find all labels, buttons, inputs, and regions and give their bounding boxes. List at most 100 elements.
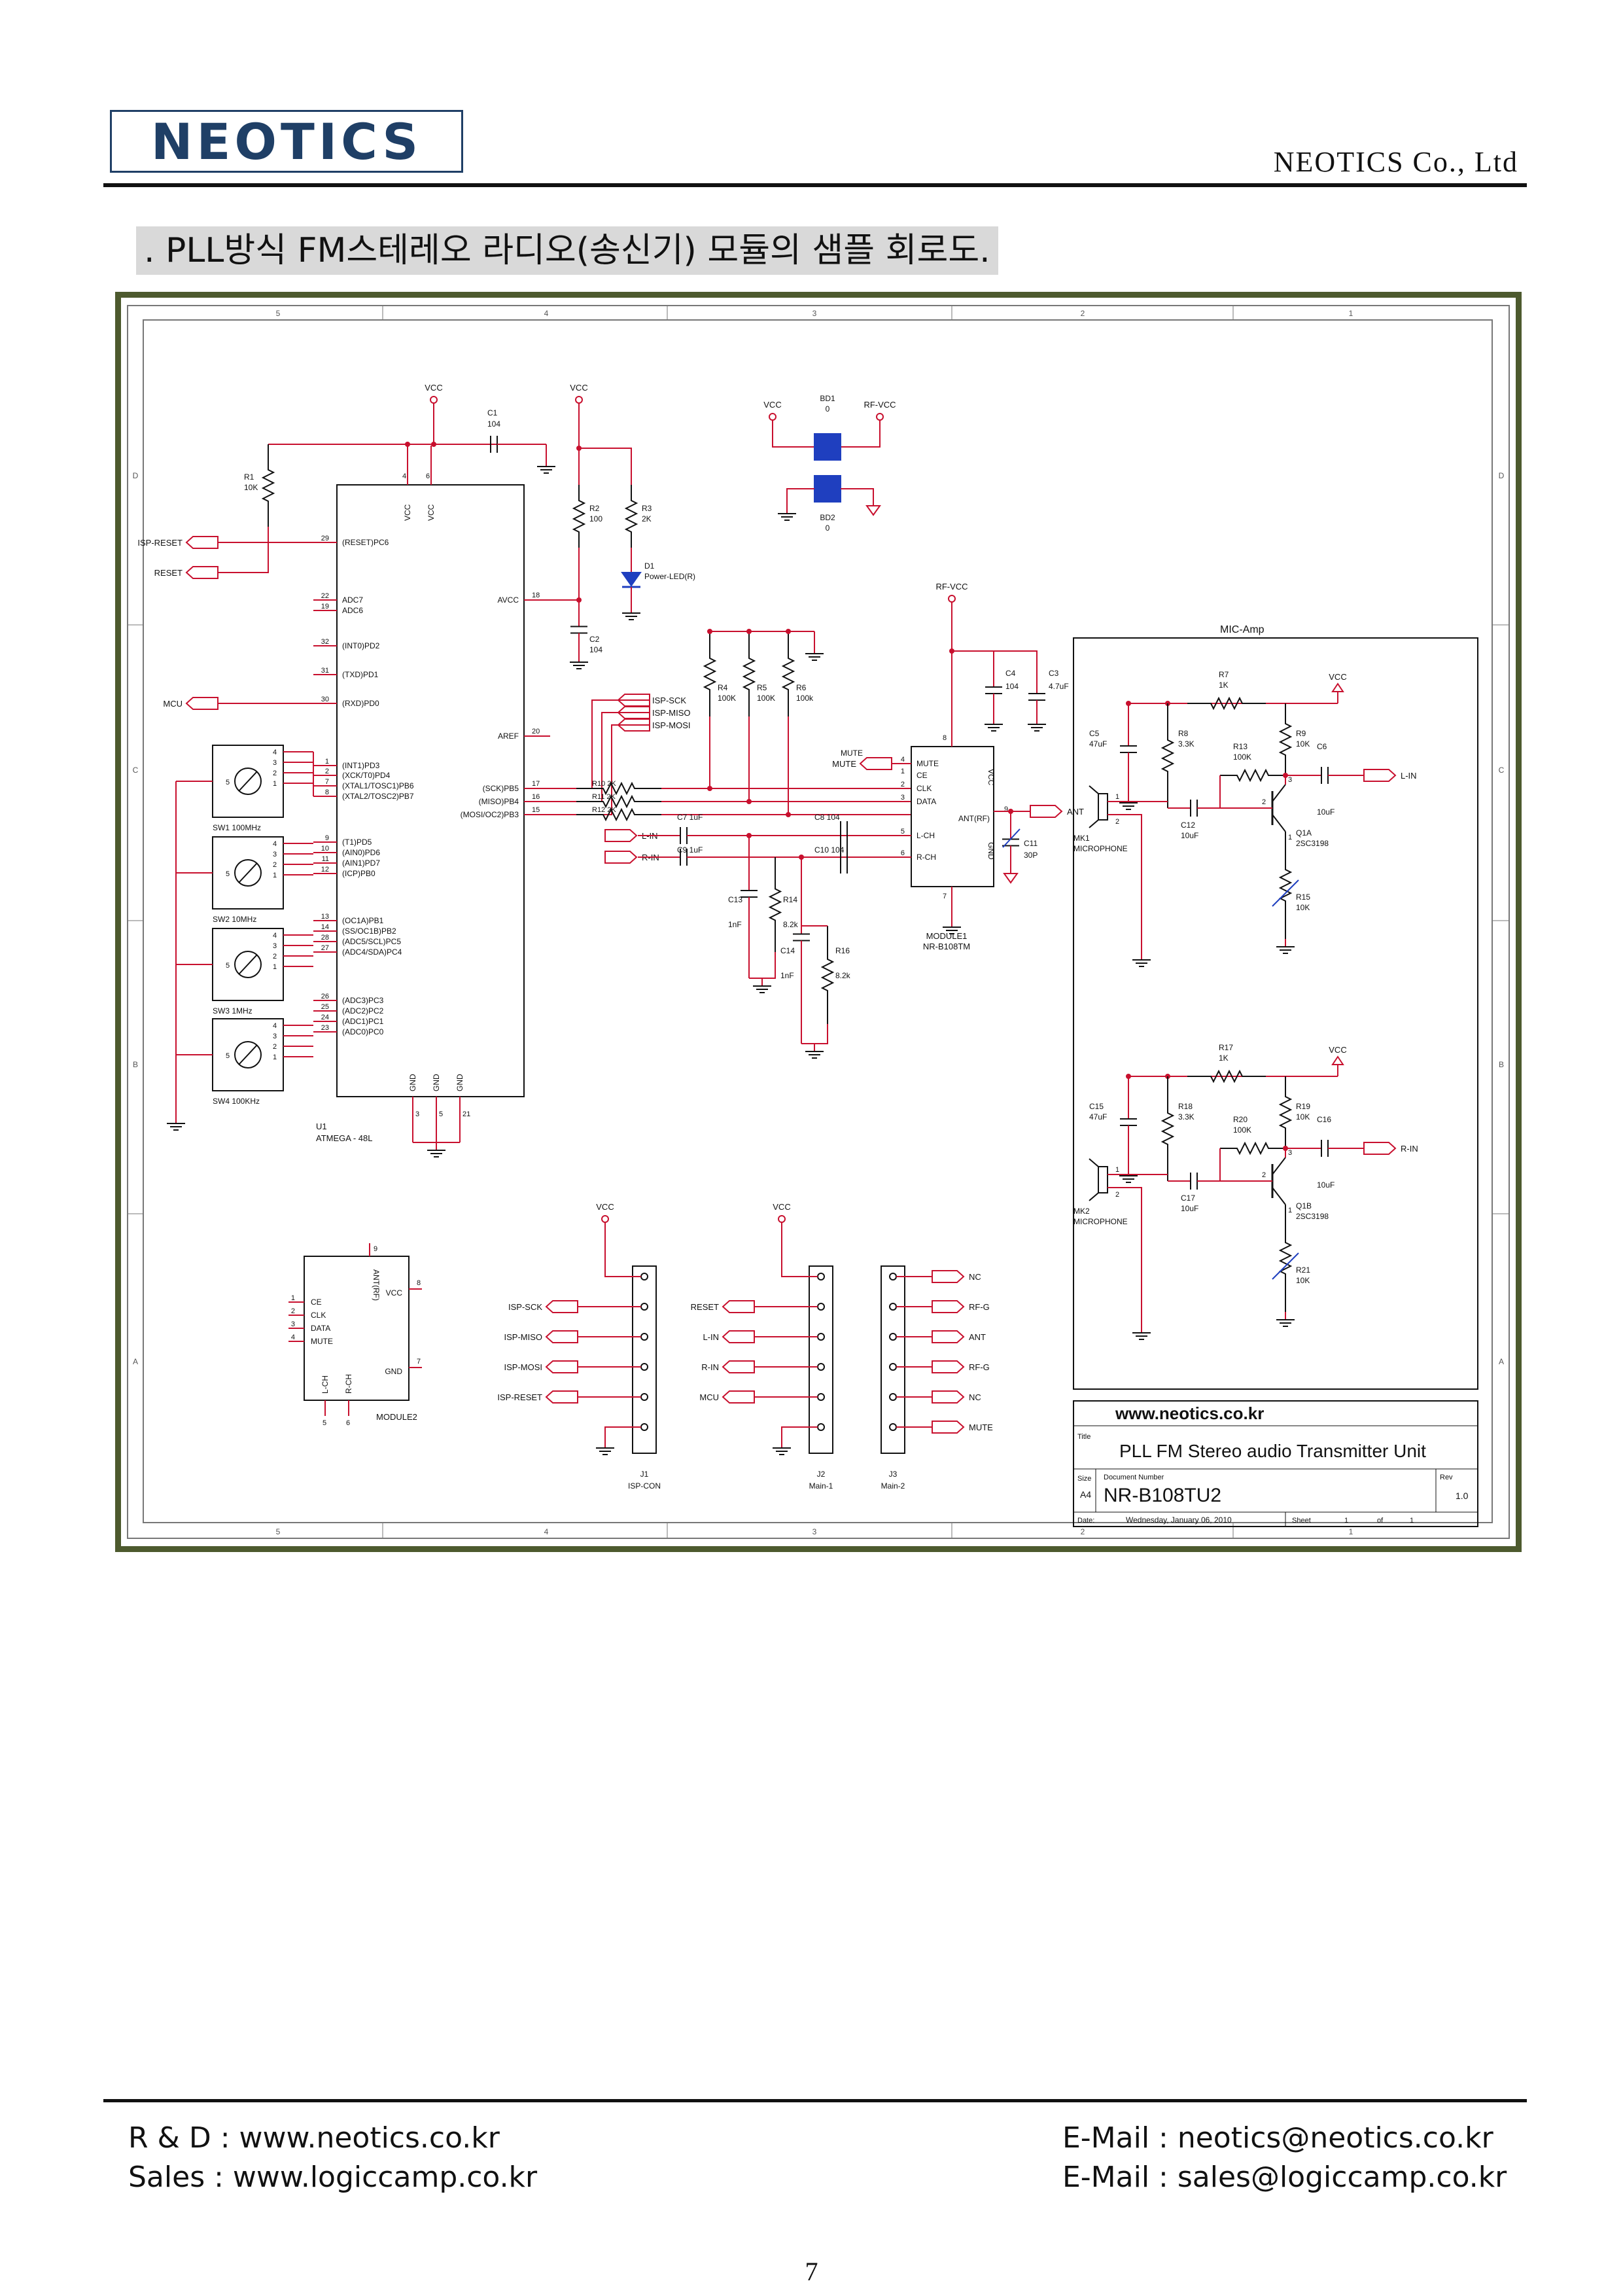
- mic-ch2-r-feed: [1187, 1069, 1266, 1084]
- connector-name: ISP-CON: [628, 1481, 661, 1491]
- wire: [772, 429, 814, 448]
- pin-number: 28: [321, 934, 329, 942]
- wire: [550, 712, 650, 802]
- border-column-label: 3: [812, 309, 817, 318]
- part-ref: R9: [1296, 729, 1306, 738]
- part-value: 10uF: [1317, 1180, 1335, 1190]
- wire: [550, 699, 650, 789]
- part-value: 10K: [1296, 1276, 1310, 1285]
- part-ref: R15: [1296, 892, 1310, 902]
- net-label: NC: [969, 1392, 981, 1402]
- net-label: RF-G: [969, 1362, 990, 1372]
- junction-dot: [786, 812, 791, 817]
- module-part: NR-B108TM: [923, 942, 970, 951]
- title-block-value: 1: [1410, 1517, 1414, 1525]
- border-row-label: C: [133, 766, 139, 775]
- title-block-label: Size: [1077, 1475, 1091, 1483]
- part-label: R11 2K: [592, 793, 616, 801]
- module-ref: MODULE1: [926, 931, 968, 941]
- mic-ch2-microphone: [1089, 1158, 1099, 1201]
- junction-dot: [431, 442, 436, 447]
- pin-number: 9: [325, 834, 329, 842]
- power-net-label: VCC: [596, 1202, 614, 1212]
- net-label: MUTE: [969, 1422, 993, 1432]
- pin-number: 3: [1288, 1149, 1292, 1157]
- power-net-label: VCC: [763, 400, 781, 410]
- pin-number: 5: [439, 1110, 443, 1118]
- mcu-pin-name: AREF: [498, 732, 519, 741]
- part-value: 47uF: [1089, 1112, 1107, 1122]
- pin-number: 4: [273, 932, 277, 940]
- pin-number: 2: [273, 769, 277, 777]
- mcu-pin-name: AVCC: [498, 595, 519, 605]
- pin-number: 2: [901, 781, 905, 788]
- resistor-r2: [572, 485, 586, 548]
- resistor-r16: [820, 926, 835, 1024]
- power-symbol: [1331, 1055, 1344, 1065]
- pin-number: 9: [1004, 805, 1008, 813]
- module-pin-name: ANT(RF): [958, 814, 990, 823]
- mcu-pin-name: (XTAL1/TOSC1)PB6: [342, 781, 414, 790]
- part-label: C8 104: [814, 813, 840, 822]
- title-block-docnum: NR-B108TU2: [1104, 1485, 1221, 1506]
- pin-number: 1: [273, 780, 277, 788]
- part-value: 1nF: [728, 920, 742, 929]
- port-mcu: [185, 697, 218, 710]
- part-value: 100K: [757, 694, 775, 703]
- title-block-label: Sheet: [1292, 1517, 1311, 1525]
- connector-j1-port: [545, 1300, 578, 1313]
- pin-number: 2: [1262, 798, 1266, 806]
- connector-j1-port: [545, 1360, 578, 1373]
- wire: [781, 1231, 818, 1277]
- mic-amp-title: MIC-Amp: [1220, 624, 1265, 635]
- part-ref: C2: [589, 635, 600, 644]
- part-ref: Q1A: [1296, 828, 1312, 838]
- junction-dot: [746, 629, 752, 634]
- pin-number: 2: [1115, 1191, 1119, 1199]
- resistor-r14: [768, 857, 782, 952]
- mcu-pin-name: ADC7: [342, 595, 363, 605]
- part-value: 100K: [1233, 752, 1251, 762]
- footer-email-neotics[interactable]: E-Mail : neotics@neotics.co.kr: [1062, 2121, 1493, 2155]
- title-block-value: 1.0: [1456, 1491, 1469, 1501]
- title-block-label: Date:: [1077, 1517, 1094, 1525]
- connector-j1-pin: [640, 1333, 648, 1341]
- pin-number: 12: [321, 866, 329, 874]
- net-label: MUTE: [841, 749, 863, 758]
- pin-number: 21: [462, 1110, 470, 1118]
- connector-ref: J2: [817, 1470, 826, 1479]
- net-label: ANT: [969, 1332, 986, 1342]
- part-ref: R8: [1178, 729, 1189, 738]
- net-label: ISP-SCK: [508, 1302, 542, 1312]
- net-label: RF-G: [969, 1302, 990, 1312]
- mic-ch1-microphone: [1089, 785, 1099, 828]
- mcu-pin-label: GND: [408, 1074, 417, 1091]
- footer-email-sales[interactable]: E-Mail : sales@logiccamp.co.kr: [1062, 2161, 1507, 2194]
- wire: [1108, 1187, 1142, 1325]
- connector-j2-port: [722, 1300, 755, 1313]
- wire: [604, 1231, 641, 1277]
- part-value: 100K: [1233, 1125, 1251, 1135]
- connector-j1-pin: [640, 1363, 648, 1371]
- mic-ch1-r-mic: [1161, 703, 1175, 808]
- pin-number: 6: [901, 849, 905, 857]
- border-row-label: A: [1499, 1357, 1504, 1366]
- part-ref: C3: [1049, 669, 1059, 678]
- footer-sales-link[interactable]: Sales : www.logiccamp.co.kr: [128, 2161, 538, 2194]
- junction-dot: [786, 629, 791, 634]
- part-value: Power-LED(R): [644, 572, 695, 581]
- border-row-label: B: [1499, 1060, 1504, 1069]
- pin-number: 3: [273, 942, 277, 950]
- wire: [218, 542, 269, 573]
- part-value: 0: [826, 404, 830, 414]
- part-ref: R20: [1233, 1115, 1248, 1124]
- connector-j3-pin: [889, 1273, 897, 1280]
- footer-rd-link[interactable]: R & D : www.neotics.co.kr: [128, 2121, 500, 2155]
- net-label: NC: [969, 1272, 981, 1282]
- part-value: 8.2k: [783, 920, 799, 929]
- mic-ch1-r-collector: [1278, 703, 1293, 775]
- wire: [801, 1024, 828, 1044]
- mcu-pin-name: (ICP)PB0: [342, 869, 375, 878]
- power-net-label: RF-VCC: [864, 400, 896, 410]
- pin-number: 4: [273, 840, 277, 848]
